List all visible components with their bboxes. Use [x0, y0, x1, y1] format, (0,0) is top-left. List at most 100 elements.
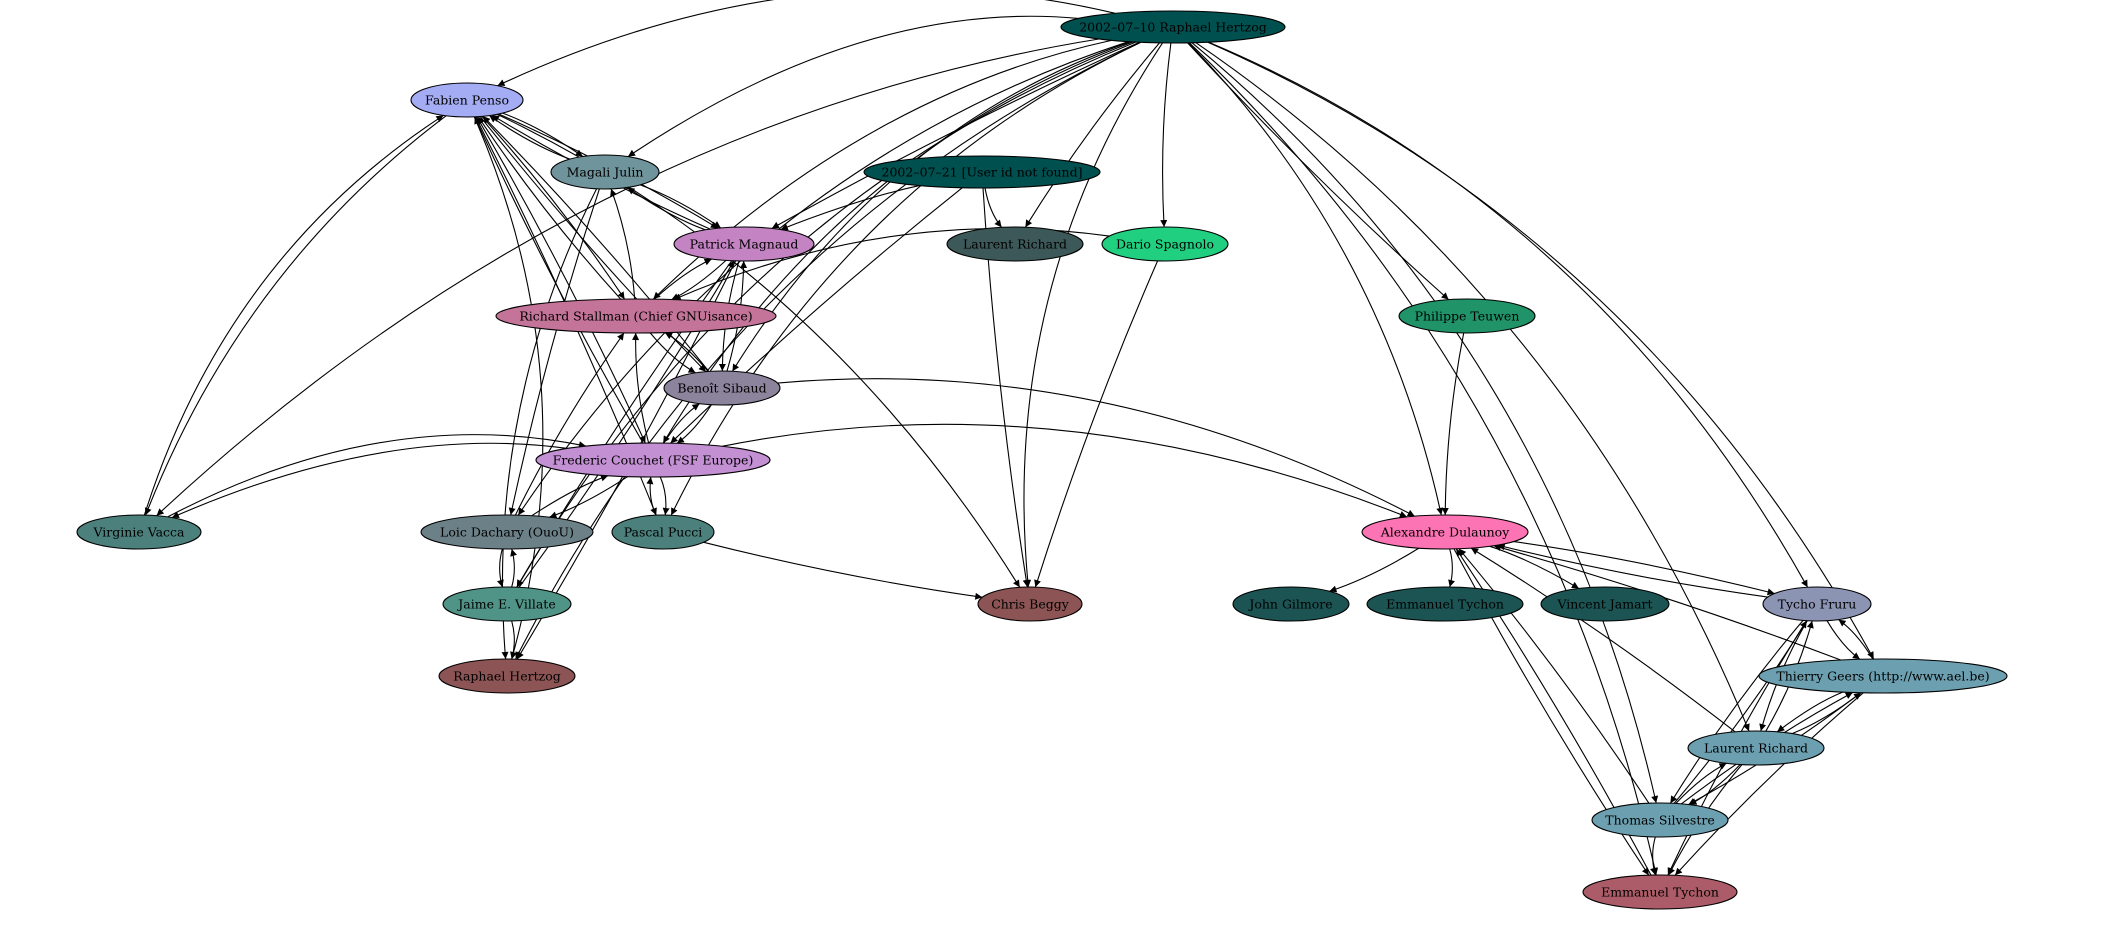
node-thomas[interactable]: Thomas Silvestre — [1591, 802, 1729, 838]
node-label: Emmanuel Tychon — [1601, 885, 1719, 900]
edge-frederic-to-stallman — [632, 332, 650, 444]
node-root1[interactable]: 2002–07–10 Raphael Hertzog — [1060, 10, 1286, 44]
node-laurentR1[interactable]: Laurent Richard — [946, 226, 1084, 262]
edge-root1-to-tycho — [1208, 41, 1809, 588]
edge-alexandre-to-tycho — [1513, 541, 1775, 596]
node-label: Fabien Penso — [425, 93, 509, 108]
node-dario[interactable]: Dario Spagnolo — [1101, 226, 1229, 262]
node-shape — [1582, 874, 1738, 910]
edge-frederic-to-pascal — [659, 476, 670, 516]
node-shape — [1361, 514, 1529, 550]
node-label: Laurent Richard — [963, 237, 1067, 252]
node-shape — [410, 82, 524, 118]
node-label: Raphael Hertzog — [453, 669, 560, 684]
node-fabien[interactable]: Fabien Penso — [410, 82, 524, 118]
node-shape — [673, 226, 815, 262]
edge-loic-to-frederic — [531, 474, 609, 517]
node-magali[interactable]: Magali Julin — [550, 154, 660, 190]
node-label: Philippe Teuwen — [1415, 309, 1520, 324]
node-label: 2002–07–21 [User id not found] — [882, 165, 1083, 180]
node-label: Jaime E. Villate — [456, 597, 555, 612]
node-frederic[interactable]: Frederic Couchet (FSF Europe) — [535, 442, 771, 478]
node-shape — [1060, 10, 1286, 44]
node-shape — [76, 514, 202, 550]
edge-benoit-to-frederic — [676, 404, 712, 444]
edge-fabien-to-raphael — [473, 116, 544, 660]
node-emmanuel1[interactable]: Emmanuel Tychon — [1366, 586, 1524, 622]
edge-philippe-to-alexandre — [1441, 332, 1465, 516]
node-shape — [442, 586, 572, 622]
node-shape — [1101, 226, 1229, 262]
node-tycho[interactable]: Tycho Fruru — [1762, 586, 1872, 622]
node-pascal[interactable]: Pascal Pucci — [611, 514, 715, 550]
edge-fabien-to-stallman — [481, 116, 626, 300]
edge-frederic-to-benoit — [663, 403, 700, 444]
edge-magali-to-loic — [508, 188, 600, 516]
node-label: Chris Beggy — [991, 597, 1070, 612]
edge-frederic-to-virginie — [171, 442, 568, 519]
node-thierry[interactable]: Thierry Geers (http://www.ael.be) — [1758, 658, 2008, 694]
node-alexandre[interactable]: Alexandre Dulaunoy — [1361, 514, 1529, 550]
node-vincent[interactable]: Vincent Jamart — [1540, 586, 1670, 622]
node-shape — [1398, 298, 1536, 334]
node-patrick[interactable]: Patrick Magnaud — [673, 226, 815, 262]
node-shape — [1591, 802, 1729, 838]
node-label: 2002–07–10 Raphael Hertzog — [1079, 20, 1267, 35]
edge-benoit-to-stallman — [664, 332, 709, 372]
edge-tycho-to-thierry — [1826, 620, 1861, 660]
edge-fabien-to-magali — [502, 112, 584, 157]
edge-patrick-to-magali — [627, 187, 706, 231]
edge-root1-to-pascal — [670, 41, 1142, 516]
node-emmanuel2[interactable]: Emmanuel Tychon — [1582, 874, 1738, 910]
node-shape — [611, 514, 715, 550]
edge-thierry-to-alexandre — [1493, 544, 1841, 661]
edge-thomas-to-laurentR2 — [1675, 762, 1727, 804]
node-raphael[interactable]: Raphael Hertzog — [438, 658, 576, 694]
edge-alexandre-to-vincent — [1489, 545, 1580, 589]
node-benoit[interactable]: Benoît Sibaud — [663, 370, 781, 406]
node-label: Pascal Pucci — [624, 525, 703, 540]
edge-laurentR2-to-thomas — [1689, 764, 1741, 806]
node-chris[interactable]: Chris Beggy — [977, 586, 1083, 622]
edge-root2-to-laurentR1 — [984, 187, 1003, 228]
node-shape — [495, 298, 777, 334]
edge-root2-to-patrick — [780, 185, 920, 231]
node-laurentR2[interactable]: Laurent Richard — [1687, 730, 1825, 766]
edge-benoit-to-alexandre — [777, 378, 1415, 517]
node-shape — [977, 586, 1083, 622]
node-label: John Gilmore — [1247, 597, 1332, 612]
edge-root2-to-frederic — [670, 187, 963, 444]
edges-layer — [143, 0, 1875, 876]
edge-alexandre-to-emmanuel1 — [1448, 548, 1455, 588]
edge-root1-to-alexandre — [1188, 42, 1444, 516]
edge-thierry-to-tycho — [1838, 619, 1874, 660]
nodes-layer: 2002–07–10 Raphael Hertzog 2002–07–21 [Us… — [76, 10, 2008, 910]
edge-frederic-to-loic — [549, 476, 629, 519]
node-shape — [663, 370, 781, 406]
node-stallman[interactable]: Richard Stallman (Chief GNUisance) — [495, 298, 777, 334]
edge-root1-to-emmanuel2 — [1189, 42, 1659, 876]
node-john[interactable]: John Gilmore — [1232, 586, 1350, 622]
node-label: Alexandre Dulaunoy — [1380, 525, 1510, 540]
node-label: Loic Dachary (OuoU) — [440, 525, 574, 540]
edge-virginie-to-fabien — [143, 114, 444, 516]
edge-thierry-to-emmanuel2 — [1674, 692, 1864, 876]
node-shape — [1762, 586, 1872, 622]
node-shape — [1540, 586, 1670, 622]
edge-laurentR2-to-thierry — [1791, 692, 1862, 735]
edge-stallman-to-benoit — [649, 332, 696, 374]
edge-root1-to-fabien — [497, 0, 1116, 87]
node-root2[interactable]: 2002–07–21 [User id not found] — [863, 155, 1101, 189]
node-shape — [1232, 586, 1350, 622]
node-virginie[interactable]: Virginie Vacca — [76, 514, 202, 550]
node-label: Vincent Jamart — [1556, 597, 1652, 612]
edge-frederic-to-alexandre — [721, 423, 1408, 518]
node-shape — [550, 154, 660, 190]
edge-benoit-to-fabien — [482, 115, 710, 372]
node-shape — [1758, 658, 2008, 694]
node-philippe[interactable]: Philippe Teuwen — [1398, 298, 1536, 334]
node-jaime[interactable]: Jaime E. Villate — [442, 586, 572, 622]
edge-root1-to-raphael — [515, 41, 1141, 660]
node-loic[interactable]: Loic Dachary (OuoU) — [420, 514, 594, 550]
